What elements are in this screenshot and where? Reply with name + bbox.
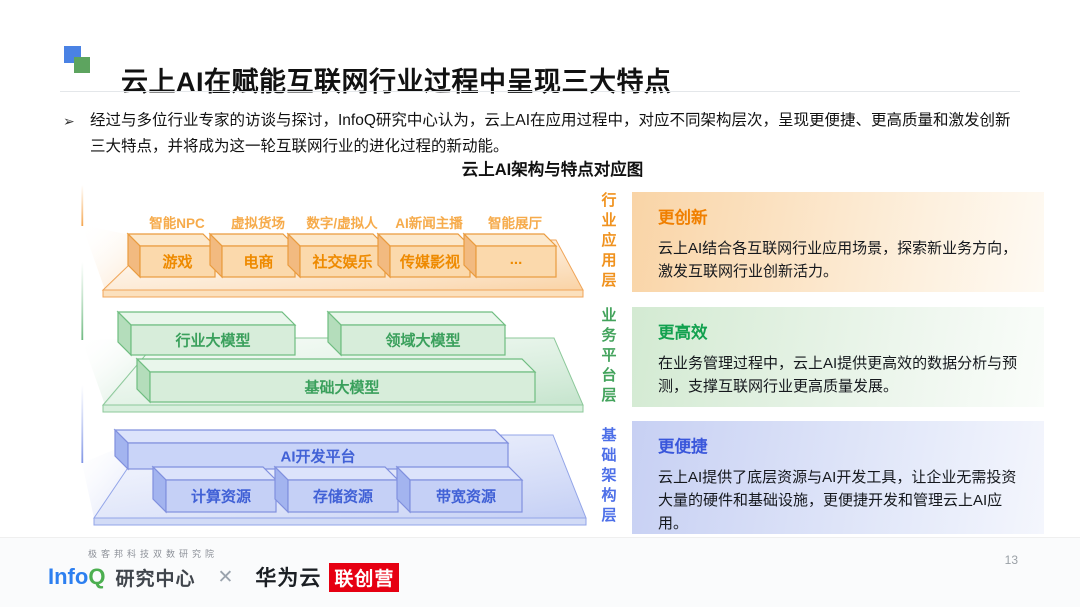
infra-box-label: 存储资源: [313, 488, 373, 506]
app-box: [376, 232, 472, 279]
page-number: 13: [1004, 553, 1018, 567]
geekbang-org-text: 极客邦科技双数研究院: [88, 549, 219, 559]
app-layer-group: 智能NPC 虚拟货场 数字/虚拟人 AI新闻主播 智能展厅 游戏 电商: [81, 185, 584, 298]
panel-convenience: 更便捷 云上AI提供了底层资源与AI开发工具，让企业无需投资大量的硬件和基础设施…: [632, 421, 1044, 534]
infoq-logo: InfoQ: [48, 564, 106, 589]
infra-box: [113, 428, 510, 471]
app-box-label: 游戏: [162, 253, 192, 271]
cross-separator-icon: ✕: [217, 566, 234, 588]
app-box-label: ...: [510, 251, 523, 268]
app-box: [208, 232, 297, 279]
logo-green-square-icon: [74, 57, 90, 73]
scene-label: 智能展厅: [488, 215, 542, 231]
blue-platform-front: [93, 517, 587, 526]
platform-box: [326, 310, 507, 357]
app-box-label: 电商: [243, 253, 273, 271]
panel-convenience-body: 云上AI提供了底层资源与AI开发工具，让企业无需投资大量的硬件和基础设施，更便捷…: [658, 469, 1017, 532]
arrow-bullet-icon: ➢: [63, 113, 75, 129]
platform-box-label: 行业大模型: [174, 332, 250, 350]
platform-box: [135, 357, 537, 404]
header-divider: [60, 91, 1020, 92]
scene-label: 虚拟货场: [231, 215, 285, 231]
infra-layer-group: AI开发平台 计算资源 存储资源 带宽资源: [81, 385, 587, 526]
panel-convenience-title: 更便捷: [658, 438, 708, 456]
scene-label: AI新闻主播: [395, 215, 463, 231]
footer: 极客邦科技双数研究院 InfoQ 研究中心 ✕ 华为云 联创营 13: [0, 537, 1080, 607]
scene-label: 数字/虚拟人: [306, 215, 378, 231]
platform-box-label: 基础大模型: [303, 379, 379, 397]
infra-box: [151, 465, 278, 514]
side-label-app-layer: 行业应用层: [599, 192, 617, 292]
infra-box-label: AI开发平台: [280, 448, 355, 466]
app-box-label: 传媒影视: [399, 253, 460, 271]
orange-accent-line: [81, 185, 84, 226]
infra-box-label: 计算资源: [191, 488, 251, 506]
platform-box: [116, 310, 297, 357]
scene-label: 智能NPC: [149, 215, 205, 231]
intro-paragraph: ➢ 经过与多位行业专家的访谈与探讨，InfoQ研究中心认为，云上AI在应用过程中…: [63, 108, 1023, 160]
app-box: [286, 232, 387, 279]
panel-efficiency-title: 更高效: [658, 324, 708, 342]
side-label-infra-layer: 基础架构层: [599, 427, 617, 527]
intro-text: 经过与多位行业专家的访谈与探讨，InfoQ研究中心认为，云上AI在应用过程中，对…: [90, 112, 1011, 155]
infra-box-label: 带宽资源: [436, 488, 496, 506]
platform-layer-group: 行业大模型 领域大模型 基础大模型: [81, 262, 584, 413]
app-box-label: 社交娱乐: [311, 253, 372, 271]
huawei-cloud-logo: 华为云: [255, 567, 322, 590]
app-box: [462, 232, 558, 279]
lianchuangying-badge: 联创营: [329, 562, 400, 592]
panel-innovation: 更创新 云上AI结合各互联网行业应用场景，探索新业务方向，激发互联网行业创新活力…: [632, 192, 1044, 292]
blue-accent-line: [81, 385, 84, 463]
orange-platform-front: [102, 289, 584, 298]
panel-innovation-title: 更创新: [658, 209, 708, 227]
footer-logos: 极客邦科技双数研究院 InfoQ 研究中心 ✕ 华为云 联创营: [48, 547, 400, 592]
infra-box: [395, 465, 524, 514]
diagram-caption: 云上AI架构与特点对应图: [461, 161, 644, 179]
infra-box: [273, 465, 400, 514]
green-platform-front: [102, 404, 584, 413]
side-label-platform-layer: 业务平台层: [599, 307, 617, 407]
architecture-diagram: 智能NPC 虚拟货场 数字/虚拟人 AI新闻主播 智能展厅 游戏 电商: [81, 185, 587, 526]
research-center-label: 研究中心: [115, 568, 196, 590]
panel-efficiency-body: 在业务管理过程中，云上AI提供更高效的数据分析与预测，支撑互联网行业更高质量发展…: [658, 355, 1018, 395]
page-title: 云上AI在赋能互联网行业过程中呈现三大特点: [121, 67, 672, 98]
panel-innovation-body: 云上AI结合各互联网行业应用场景，探索新业务方向，激发互联网行业创新活力。: [658, 240, 1018, 280]
app-box: [126, 232, 217, 279]
panel-efficiency: 更高效 在业务管理过程中，云上AI提供更高效的数据分析与预测，支撑互联网行业更高…: [632, 307, 1044, 407]
green-accent-line: [81, 262, 84, 340]
platform-box-label: 领域大模型: [384, 332, 460, 350]
